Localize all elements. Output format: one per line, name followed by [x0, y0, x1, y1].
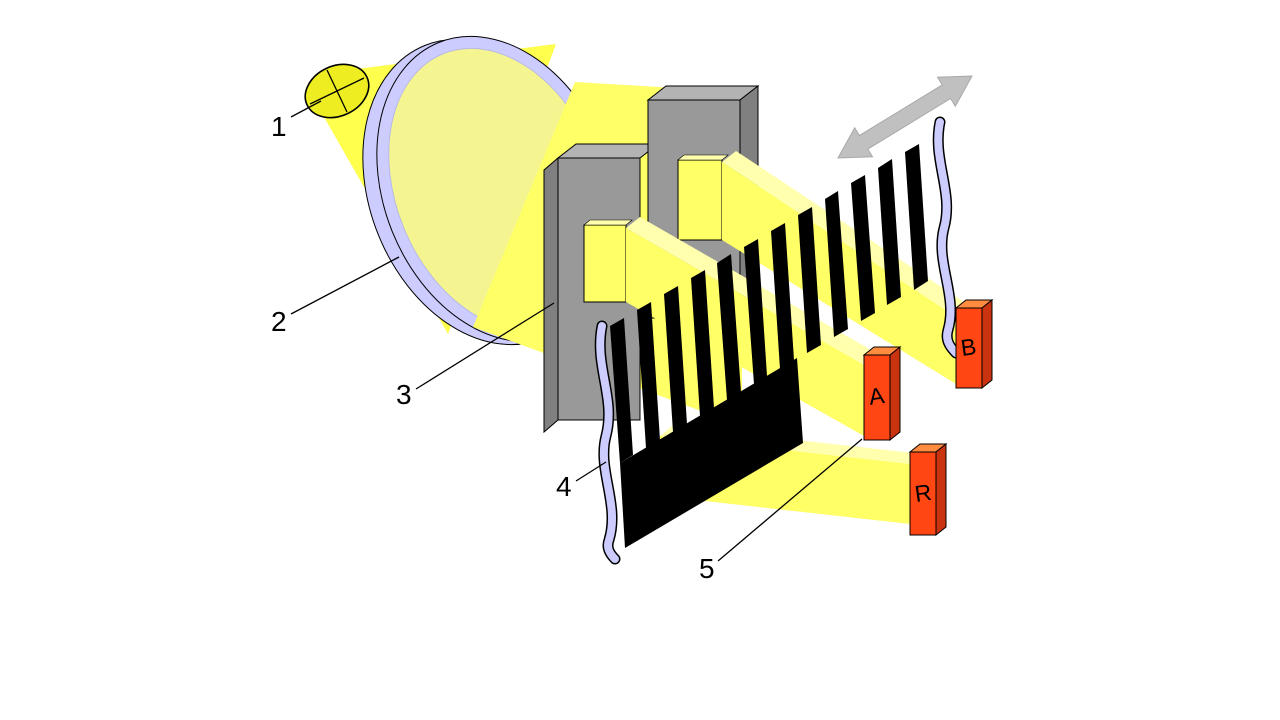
callout-detectors: 5	[699, 553, 715, 584]
callout-mask: 3	[396, 379, 412, 410]
detector-b-label: B	[959, 333, 978, 361]
torn-edge-left-fill	[596, 322, 619, 563]
leader-line-1	[290, 100, 322, 118]
scale-stripe	[691, 270, 714, 416]
lamp-icon	[304, 63, 370, 119]
scale-torn-edges	[594, 116, 962, 565]
scale-stripe	[825, 191, 848, 337]
scale-stripe	[744, 239, 767, 384]
mask-aperture-b-inner-top	[677, 154, 729, 161]
scale-stripe	[637, 302, 660, 448]
motion-arrow-icon	[837, 75, 973, 159]
leader-line-4	[575, 461, 607, 482]
detector-a: A	[862, 345, 902, 442]
detector-a-front-face	[863, 354, 891, 441]
leader-line-5	[717, 438, 863, 562]
callout-lamp: 1	[271, 111, 287, 142]
scale-opaque-region	[620, 358, 803, 548]
scale-stripe	[717, 254, 741, 400]
scale-stripe	[851, 175, 875, 321]
mask-right-top-face	[646, 85, 760, 101]
detector-b: B	[954, 298, 994, 390]
detector-r: R	[908, 442, 948, 537]
mask-aperture-b	[677, 159, 723, 241]
detector-r-front-face	[909, 451, 937, 536]
scale-stripe	[878, 159, 901, 305]
beam-b-top-face	[722, 151, 970, 317]
leader-line-2	[290, 256, 400, 315]
mask-left-top-face	[556, 143, 660, 159]
detector-a-label: A	[867, 382, 886, 410]
mask-left-side-face	[543, 156, 559, 434]
scale-stripe	[664, 286, 687, 432]
detector-r-label: R	[913, 479, 933, 507]
callout-lens: 2	[271, 306, 287, 337]
mask-aperture-a-inner-top	[583, 219, 633, 226]
beam-to-detector-a	[626, 228, 864, 436]
callout-scale: 4	[556, 471, 572, 502]
scale-stripe	[610, 318, 633, 463]
scale-stripe	[771, 223, 794, 369]
torn-edge-right-fill	[934, 118, 960, 357]
scale-stripe	[798, 207, 821, 353]
mask-aperture-a	[583, 224, 627, 303]
detector-a-side-face	[889, 345, 901, 442]
detector-r-side-face	[935, 442, 947, 537]
scale-stripe	[905, 144, 928, 290]
detector-b-front-face	[955, 307, 983, 389]
leader-lines	[290, 100, 863, 562]
detector-b-side-face	[981, 298, 993, 390]
leader-line-3	[415, 302, 555, 390]
code-scale-strip	[610, 144, 928, 548]
